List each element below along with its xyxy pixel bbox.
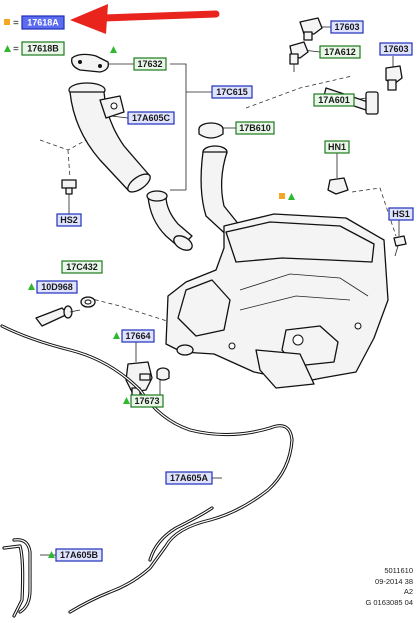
part-labels: 17632 17C615 17A605C 17B610 17603 17A612…	[36, 20, 414, 562]
footer-line-4: G 0163085 04	[365, 597, 413, 607]
svg-text:17A601: 17A601	[318, 95, 350, 105]
svg-text:17673: 17673	[134, 396, 159, 406]
svg-text:17603: 17603	[383, 44, 408, 54]
svg-text:17603: 17603	[334, 22, 359, 32]
part-17C615-hose	[146, 190, 193, 251]
label-17664[interactable]: 17664	[121, 329, 155, 343]
reservoir-markers	[28, 46, 295, 558]
svg-text:17A605C: 17A605C	[132, 113, 171, 123]
part-HS2-bolt	[61, 179, 77, 195]
diagram-footer: 5011610 09-2014 38 A2 G 0163085 04	[365, 566, 413, 608]
svg-text:17C615: 17C615	[216, 87, 248, 97]
label-17632[interactable]: 17632	[133, 57, 167, 71]
svg-text:17B610: 17B610	[239, 123, 271, 133]
label-HS1[interactable]: HS1	[388, 207, 414, 221]
red-callout-arrow	[70, 4, 220, 34]
svg-text:HN1: HN1	[328, 142, 346, 152]
label-17B610[interactable]: 17B610	[235, 121, 275, 135]
svg-text:17632: 17632	[137, 59, 162, 69]
leader-lines	[39, 26, 400, 556]
footer-line-3: A2	[403, 587, 413, 596]
label-HN1[interactable]: HN1	[324, 140, 350, 154]
svg-text:17A605A: 17A605A	[170, 473, 209, 483]
label-10D968[interactable]: 10D968	[36, 280, 78, 294]
legend-equals-triangle: =	[13, 44, 19, 55]
part-17A605C-filler-neck	[68, 82, 151, 193]
part-washer-reservoir	[165, 213, 389, 389]
part-reservoir-neck	[200, 145, 241, 241]
label-17603-right[interactable]: 17603	[379, 42, 413, 56]
label-17A605A[interactable]: 17A605A	[165, 471, 213, 485]
svg-text:17C432: 17C432	[66, 262, 98, 272]
part-HN1-nut	[327, 177, 349, 195]
part-10D968-level-sensor	[35, 305, 81, 327]
svg-text:17A612: 17A612	[324, 47, 356, 57]
svg-text:10D968: 10D968	[41, 282, 73, 292]
label-17673[interactable]: 17673	[130, 394, 164, 408]
footer-line-2: 09-2014 38	[375, 576, 413, 586]
legend-triangle-symbol	[4, 45, 11, 52]
part-17632-clip	[71, 53, 109, 73]
label-17C432[interactable]: 17C432	[61, 260, 103, 274]
label-HS2[interactable]: HS2	[56, 213, 82, 227]
legend-equals-square: =	[13, 18, 19, 29]
label-17C615[interactable]: 17C615	[211, 85, 253, 99]
svg-text:HS1: HS1	[392, 209, 410, 219]
svg-text:17618A: 17618A	[27, 18, 59, 28]
footer-line-1: 5011610	[384, 566, 413, 575]
svg-text:17A605B: 17A605B	[60, 550, 99, 560]
part-17A612-nozzle	[289, 41, 309, 72]
label-17A605C[interactable]: 17A605C	[127, 111, 175, 125]
legend-label-17618A[interactable]: 17618A	[21, 15, 65, 30]
legend: = 17618A = 17618B	[4, 15, 65, 56]
part-17B610-cap	[198, 122, 224, 139]
legend-label-17618B[interactable]: 17618B	[21, 41, 65, 56]
part-HS1-bolt	[393, 235, 407, 257]
legend-square-symbol	[4, 19, 10, 25]
part-17603-nozzle-top	[299, 17, 323, 41]
svg-text:17618B: 17618B	[27, 44, 59, 54]
svg-text:17664: 17664	[125, 331, 150, 341]
label-17A601[interactable]: 17A601	[313, 93, 355, 107]
part-17603-nozzle-right	[385, 65, 403, 91]
part-17673-pump-grommet	[156, 367, 170, 381]
part-17C432-grommet	[80, 296, 96, 308]
washer-hoses	[0, 324, 294, 618]
svg-text:HS2: HS2	[60, 215, 78, 225]
label-17A605B[interactable]: 17A605B	[55, 548, 103, 562]
label-17603-top[interactable]: 17603	[330, 20, 364, 34]
label-17A612[interactable]: 17A612	[319, 45, 361, 59]
